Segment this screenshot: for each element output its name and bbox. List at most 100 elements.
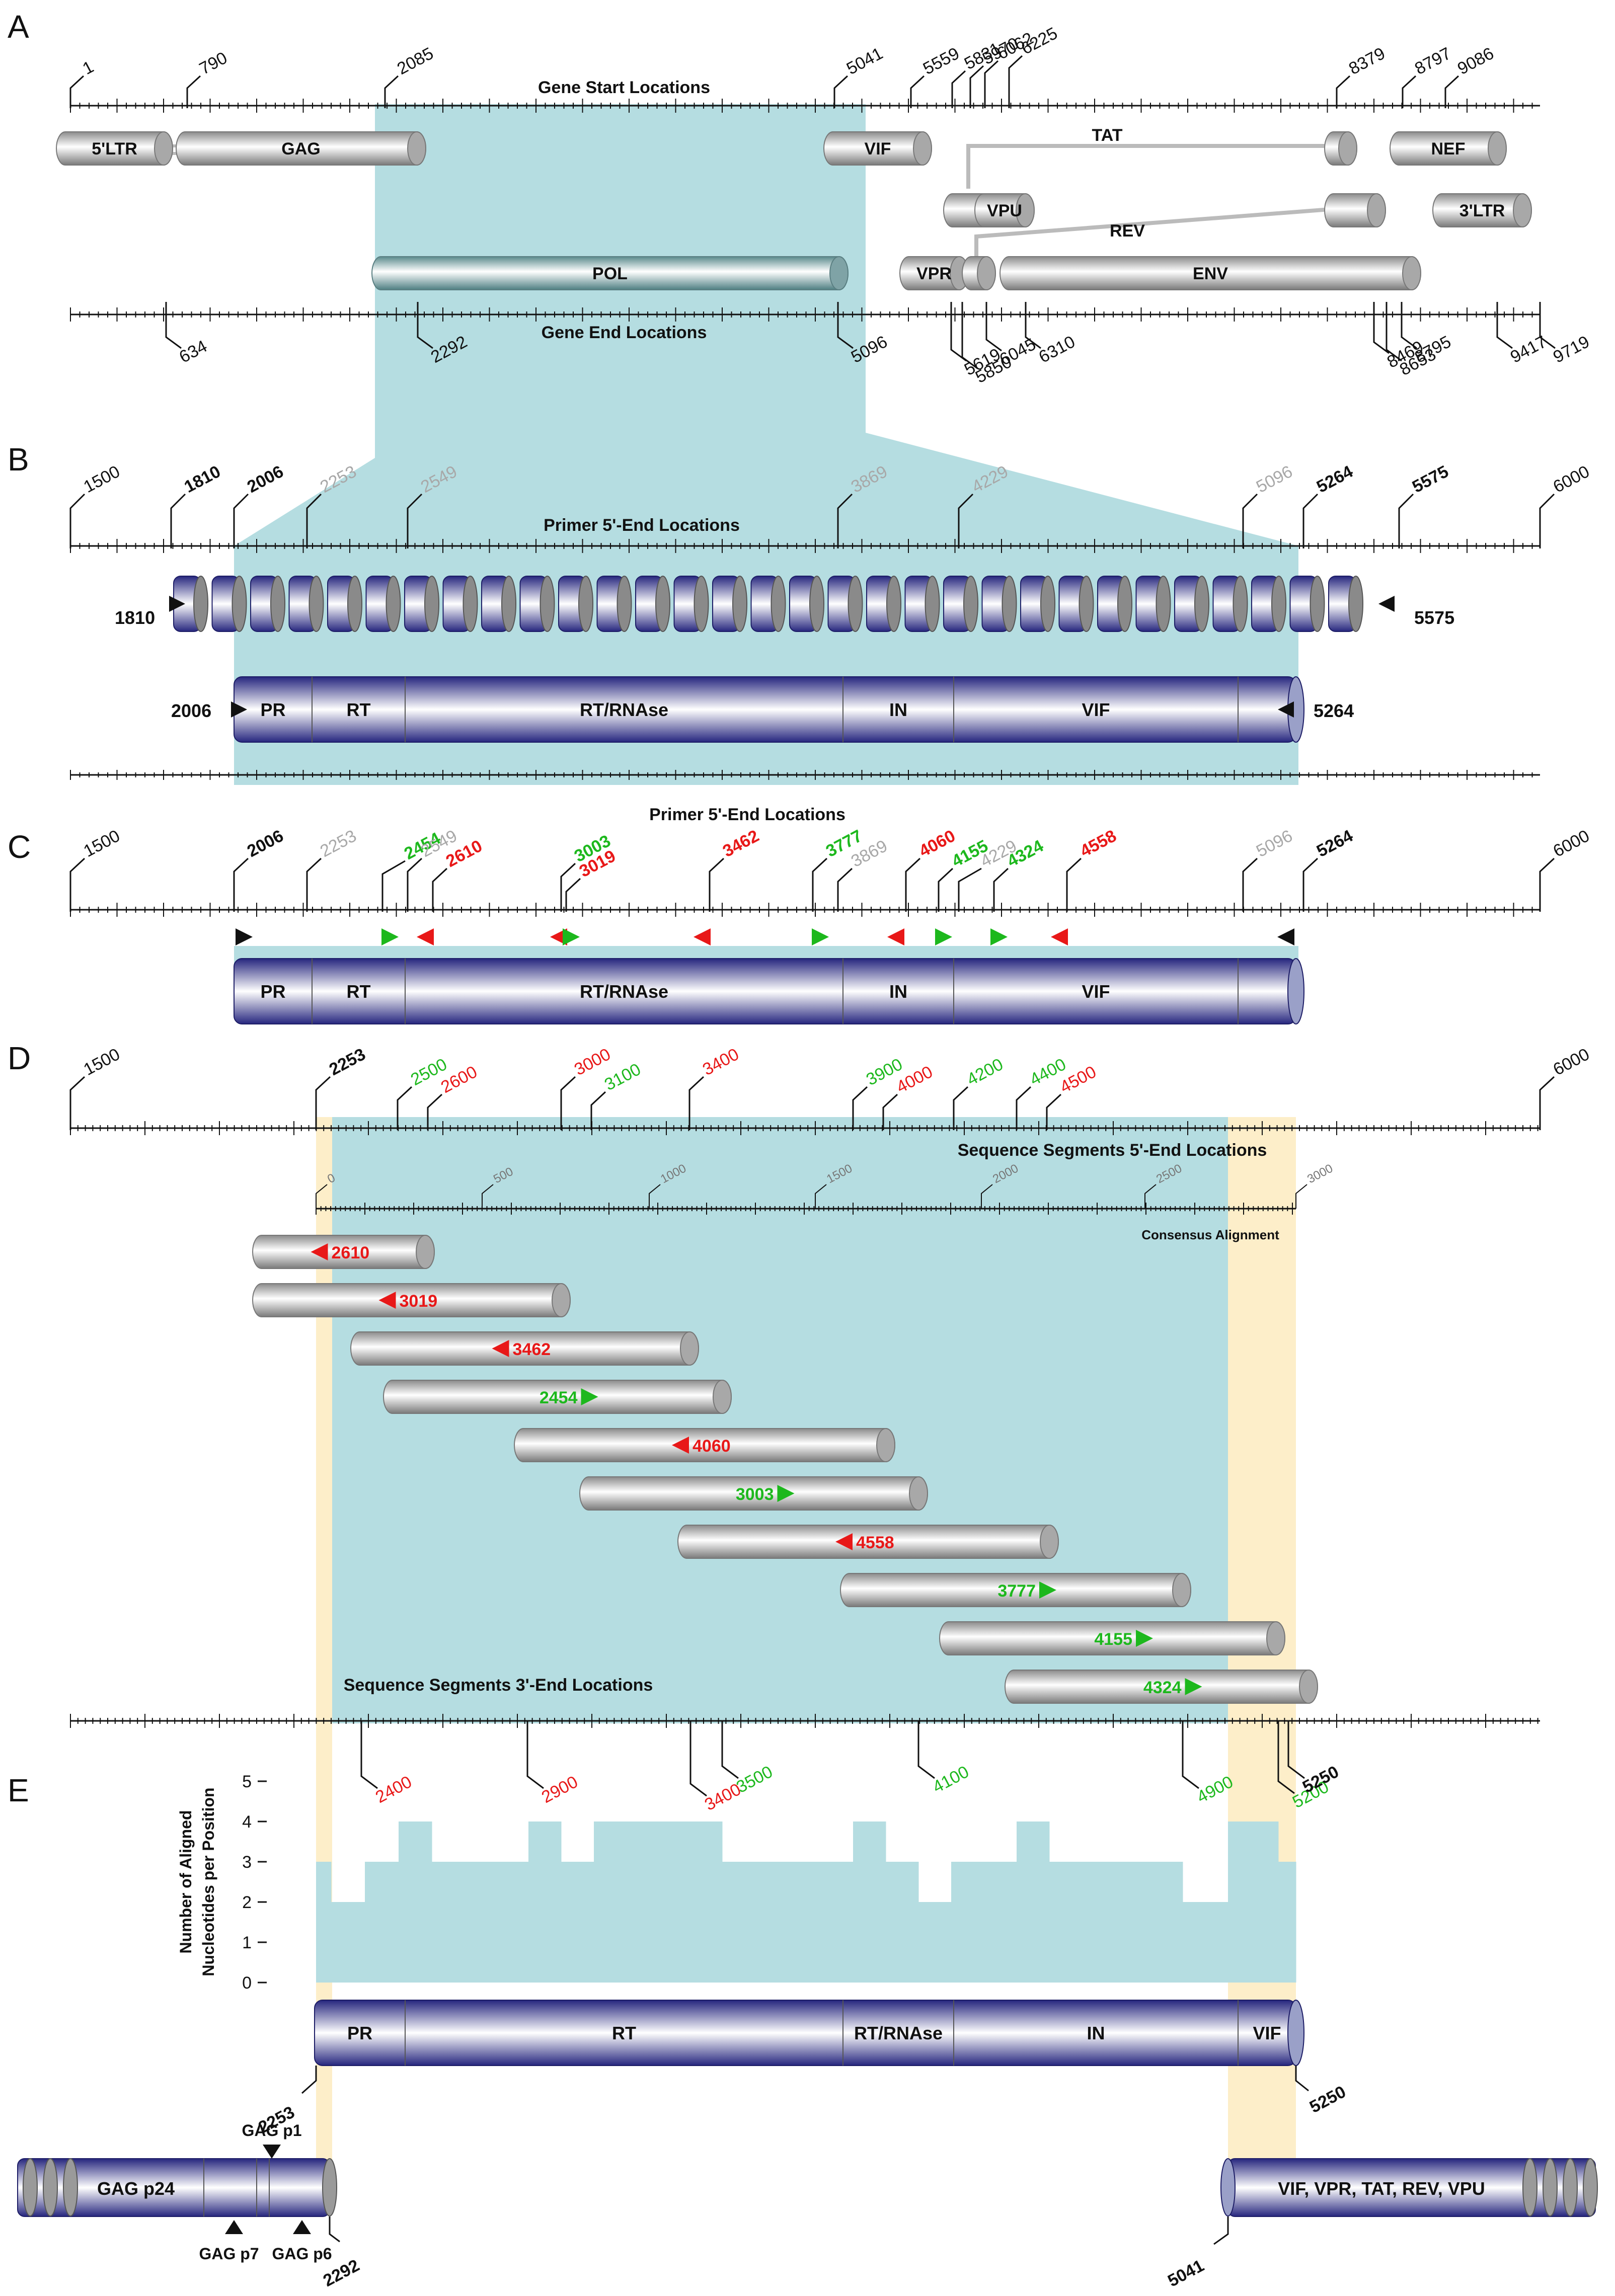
reverse-primer-arrow	[694, 928, 711, 945]
sequence-segment	[579, 1476, 928, 1511]
domain-label: VIF	[1253, 2023, 1281, 2043]
cylinder-cap	[913, 131, 932, 166]
coverage-bar	[1017, 1822, 1050, 1983]
amplicon-ring	[848, 576, 863, 632]
y-axis-title: Number of Aligned	[177, 1810, 195, 1953]
tat-splice-line	[966, 144, 1336, 189]
gene-vif: VIF	[823, 131, 932, 166]
coverage-bar	[722, 1862, 854, 1983]
tick-callout	[560, 1076, 576, 1130]
reverse-primer-arrow	[378, 1292, 396, 1309]
gag-ring	[43, 2158, 58, 2216]
tick-callout	[306, 857, 322, 912]
tick-callout	[910, 75, 925, 108]
segment-tick-label: 3400	[700, 1045, 742, 1079]
y-tick-label: 2	[242, 1893, 252, 1912]
tick-callout	[407, 857, 423, 912]
domain-label: PR	[260, 981, 285, 1002]
amplicon-ring	[347, 576, 362, 632]
tick-callout	[306, 493, 322, 548]
forward-primer-arrow	[990, 928, 1008, 945]
cylinder-cap	[1402, 256, 1421, 290]
forward-primer-arrow	[236, 928, 253, 945]
tick-callout	[951, 70, 966, 108]
cylinder-cap	[154, 131, 173, 166]
coverage-bar	[331, 1902, 365, 1983]
downstream-genes-cylinder	[1220, 2158, 1598, 2217]
axis-title: Sequence Segments 3'-End Locations	[344, 1676, 653, 1695]
forward-primer-arrow	[935, 928, 952, 945]
segment-end-tick-label: 4100	[930, 1762, 972, 1797]
domain-label: RT	[612, 2023, 636, 2043]
segment-label: 3019	[400, 1292, 438, 1311]
coverage-bar	[316, 1862, 332, 1983]
gene-start-tick-label: 790	[196, 48, 230, 78]
amplicon-ring	[771, 576, 786, 632]
tick-callout	[315, 1076, 331, 1130]
domain-label: IN	[889, 699, 907, 720]
tick-callout	[1302, 493, 1319, 548]
tick-callout	[1242, 493, 1258, 548]
tick-callout	[233, 857, 249, 912]
tick-callout	[381, 860, 406, 912]
cylinder-cap	[977, 256, 996, 290]
tick-callout	[1444, 75, 1459, 108]
amplicon-ring	[270, 576, 285, 632]
domain-bar-body	[314, 2000, 1296, 2066]
tick-callout	[1287, 1721, 1305, 1779]
tick-callout	[1144, 1184, 1157, 1209]
coverage-chart	[316, 1822, 1296, 1983]
tick-callout	[301, 2066, 317, 2094]
forward-primer-arrow	[581, 1388, 598, 1405]
gene-start-tick-label: 5041	[843, 44, 886, 78]
scale-axis-b	[70, 770, 1540, 780]
segment-tick-label: 1500	[81, 1045, 123, 1079]
amplicon-ring	[694, 576, 709, 632]
primer-tick-label: 5264	[1314, 826, 1356, 861]
primer-tick-label: 5575	[1409, 462, 1452, 497]
gene-nef: NEF	[1390, 131, 1507, 166]
y-tick-label: 0	[242, 1973, 252, 1993]
coverage-bar	[1278, 1862, 1296, 1983]
coverage-bar	[886, 1862, 919, 1983]
segment-end-tick-label: 2400	[372, 1772, 415, 1807]
cylinder-cap	[552, 1283, 571, 1317]
amplicon-ring	[1348, 576, 1363, 632]
gag-ring	[23, 2158, 38, 2216]
downstream-genes-label: VIF, VPR, TAT, REV, VPU	[1278, 2178, 1485, 2199]
gene-start-tick-label: 1	[80, 57, 97, 78]
tick-callout	[961, 302, 978, 369]
cylinder-cap	[1488, 131, 1507, 166]
tick-callout	[1539, 302, 1556, 349]
domain-label: IN	[1087, 2023, 1105, 2043]
gene-5ltr: 5'LTR	[56, 131, 173, 166]
amplicon-right-label: 5575	[1414, 607, 1454, 628]
tick-callout	[1025, 302, 1041, 349]
pol-right-label: 5264	[1314, 700, 1354, 721]
cylinder-cap	[680, 1331, 699, 1366]
reverse-primer-arrow	[887, 928, 904, 945]
amplicon-ring	[193, 576, 208, 632]
tick-callout	[560, 862, 576, 912]
amplicon-ring	[886, 576, 901, 632]
sequence-segment	[677, 1525, 1059, 1559]
amplicon-ring	[232, 576, 247, 632]
gene-tat-exon2	[1324, 131, 1357, 166]
gene-label: 3'LTR	[1459, 201, 1505, 220]
gene-label: VPR	[916, 264, 952, 283]
axis-title: Primer 5'-End Locations	[649, 805, 845, 824]
gene-rev-exon2	[1324, 193, 1386, 227]
domain-bar-body	[234, 676, 1296, 743]
tick-callout	[69, 75, 85, 108]
panel-labels: A B C D E	[8, 9, 31, 1808]
amplicon-ring	[463, 576, 478, 632]
tick-callout	[590, 1091, 606, 1130]
tick-callout	[1496, 302, 1513, 349]
cylinder-cap	[829, 256, 849, 290]
cylinder-cap	[1299, 1670, 1318, 1704]
axis-title: Primer 5'-End Locations	[544, 516, 740, 535]
amplicon-ring	[1117, 576, 1132, 632]
amplicon-ring	[1002, 576, 1017, 632]
tick-callout	[1539, 857, 1555, 912]
